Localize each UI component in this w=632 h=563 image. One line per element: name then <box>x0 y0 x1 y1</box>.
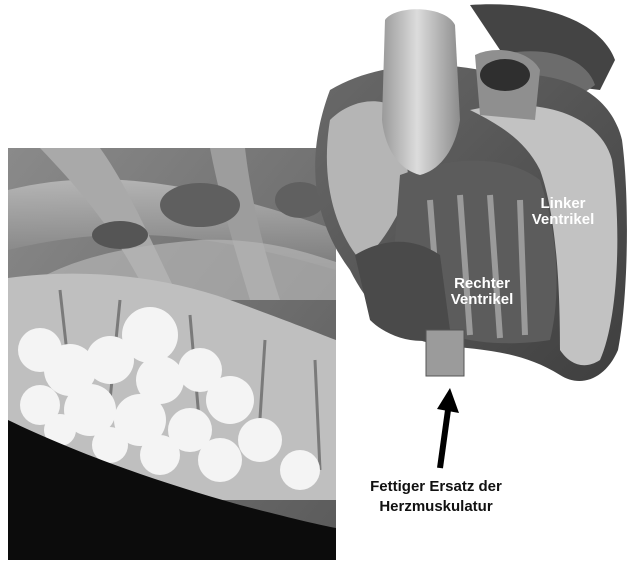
right-ventricle-label-line2: Ventrikel <box>432 292 532 308</box>
caption-line2: Herzmuskulatur <box>336 497 536 517</box>
right-ventricle-label: Rechter Ventrikel <box>432 276 532 308</box>
arrow-icon <box>437 388 459 468</box>
caption: Fettiger Ersatz der Herzmuskulatur <box>336 477 536 516</box>
aorta <box>382 9 460 175</box>
right-ventricle-label-line1: Rechter <box>432 276 532 292</box>
sample-region-marker <box>426 330 464 376</box>
caption-line1: Fettiger Ersatz der <box>336 477 536 497</box>
heart-cross-section <box>315 4 627 381</box>
left-ventricle-label-line2: Ventrikel <box>515 212 611 228</box>
left-ventricle-label-line1: Linker <box>515 196 611 212</box>
left-ventricle-label: Linker Ventrikel <box>515 196 611 228</box>
magnified-tissue-panel <box>8 148 336 560</box>
